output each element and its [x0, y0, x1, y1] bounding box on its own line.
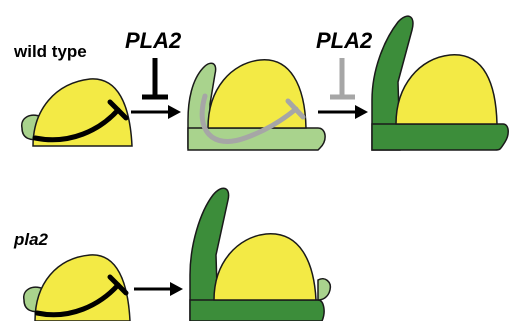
leaf-base-shape: [190, 300, 324, 321]
pla2-gene-label-1: PLA2: [125, 28, 182, 53]
inhibition-symbol-faded: [330, 58, 355, 97]
wt-apex-stage-2: [188, 60, 325, 150]
wt-apex-stage-3: [372, 16, 508, 150]
arrow-1: [131, 105, 181, 119]
arrow-2: [318, 105, 368, 119]
meristem-shape: [214, 234, 316, 300]
wt-apex-stage-1: [22, 79, 132, 146]
leaf-primordium-shape: [318, 279, 330, 300]
pla2-gene-label-2: PLA2: [316, 28, 373, 53]
mutant-apex-leaf: [190, 188, 330, 321]
leaf-base-shape: [372, 124, 508, 150]
meristem-shape: [396, 55, 497, 124]
mutant-apex-initial: [24, 255, 130, 321]
inhibition-symbol-active: [142, 58, 168, 97]
meristem-shape: [208, 60, 306, 128]
wild-type-label: wild type: [13, 42, 87, 61]
pla2-mutant-label: pla2: [13, 230, 49, 249]
arrow-3: [134, 282, 183, 296]
